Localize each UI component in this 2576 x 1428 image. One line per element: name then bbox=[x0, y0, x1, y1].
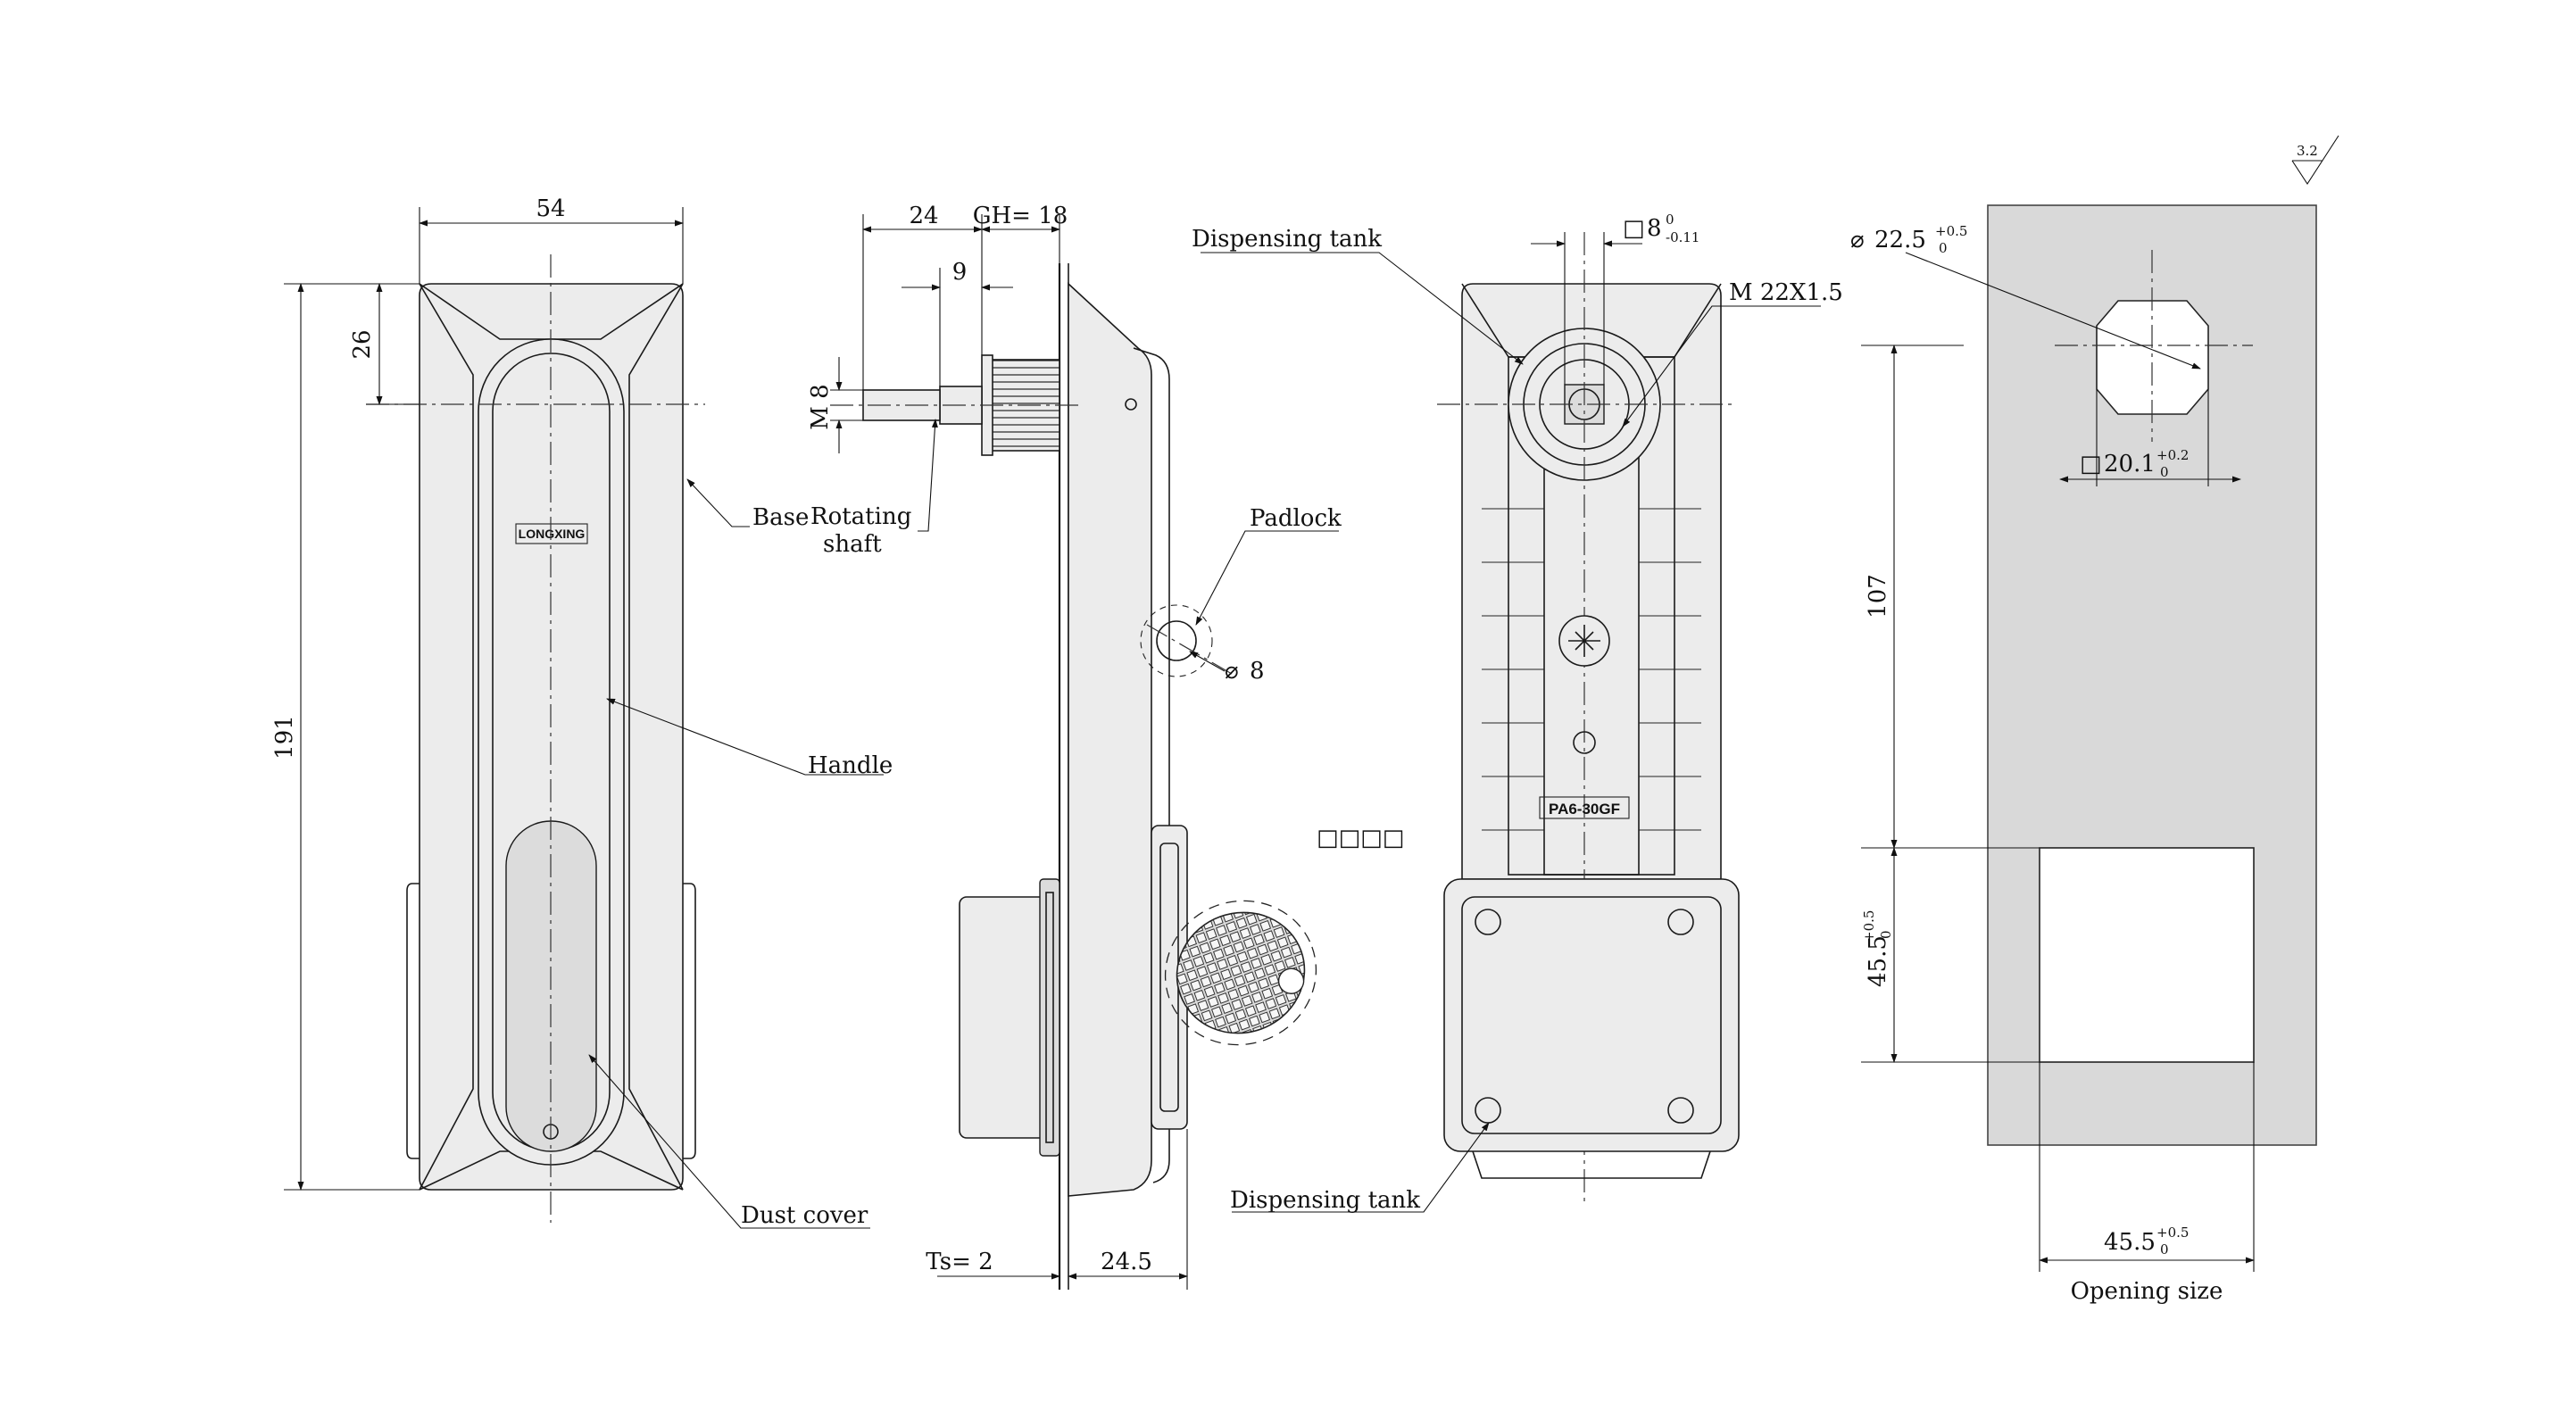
label-dust-cover: Dust cover bbox=[741, 1202, 868, 1229]
dim-24: 24 bbox=[909, 203, 938, 229]
mount-hole-tr bbox=[1667, 909, 1694, 935]
dim-m8: M 8 bbox=[807, 384, 834, 429]
dust-cover-outline bbox=[406, 883, 696, 1159]
side-body bbox=[1068, 282, 1152, 1197]
logo-text: LONGXING bbox=[519, 527, 586, 541]
label-rotating-shaft-1: Rotating bbox=[810, 503, 911, 530]
rear-lower-inner bbox=[1461, 896, 1722, 1134]
rear-view: PA6-30GF □ 8 0 -0.11 M 22X1.5 Dispensing… bbox=[1192, 212, 1843, 1214]
dim-opening-w-tol-lower: 0 bbox=[2160, 1241, 2169, 1258]
material-box bbox=[1539, 796, 1630, 819]
key-code: □□□□ bbox=[1317, 825, 1404, 851]
dim-opening-w-tol-upper: +0.5 bbox=[2156, 1225, 2189, 1241]
dim-opening-h-tol-upper: +0.5 bbox=[1861, 910, 1877, 942]
shaft-pin bbox=[1125, 398, 1137, 411]
rear-collar-inner bbox=[1045, 892, 1054, 1143]
dim-square-8-tol-lower: -0.11 bbox=[1666, 229, 1699, 245]
dim-padlock-dia: 8 bbox=[1250, 658, 1265, 685]
label-handle: Handle bbox=[808, 752, 893, 779]
leader-tank-bottom bbox=[1232, 1122, 1490, 1213]
cutout-view: ⌀ 22.5 +0.5 0 □ 20.1 +0.2 0 107 45.5 +0.… bbox=[1850, 135, 2339, 1305]
label-base: Base bbox=[752, 504, 809, 531]
front-view: LONGXING 54 191 26 Base Handle Dust cove… bbox=[271, 195, 893, 1229]
material-text: PA6-30GF bbox=[1549, 801, 1620, 818]
leader-dust-cover bbox=[588, 1054, 870, 1229]
rear-ribs bbox=[1482, 508, 1701, 831]
base-chamfer-left bbox=[419, 283, 474, 1191]
dim-flat: 20.1 bbox=[2104, 451, 2156, 477]
leader-handle bbox=[606, 698, 884, 776]
shaft-hole bbox=[2096, 300, 2209, 415]
dim-hole-dia: 22.5 bbox=[1874, 227, 1926, 253]
leader-hole-dia bbox=[1905, 252, 2201, 369]
dim-hole-dia-tol-upper: +0.5 bbox=[1935, 223, 1967, 239]
label-padlock: Padlock bbox=[1250, 505, 1342, 532]
dim-square-8-tol-upper: 0 bbox=[1666, 212, 1674, 228]
opening-cutout bbox=[2039, 847, 2255, 1063]
dim-opening-w: 45.5 bbox=[2104, 1229, 2156, 1256]
rear-lower-housing bbox=[1443, 878, 1740, 1152]
dim-54: 54 bbox=[536, 195, 565, 222]
hole-dia-symbol: ⌀ bbox=[1850, 227, 1865, 253]
dim-opening-h-tol-lower: 0 bbox=[1878, 930, 1894, 939]
dim-square-8: 8 bbox=[1647, 215, 1662, 242]
roughness-value: 3.2 bbox=[2297, 143, 2318, 159]
dim-opening-h: 45.5 bbox=[1865, 935, 1891, 987]
dim-ts: Ts= 2 bbox=[926, 1249, 993, 1275]
dim-depth: 24.5 bbox=[1101, 1249, 1152, 1275]
label-tank-bottom: Dispensing tank bbox=[1230, 1187, 1420, 1214]
logo-box bbox=[515, 523, 588, 544]
dim-flat-tol-lower: 0 bbox=[2160, 464, 2169, 480]
leader-base bbox=[686, 478, 750, 527]
square-symbol-20: □ bbox=[2080, 451, 2102, 477]
side-handle-profile bbox=[1133, 347, 1170, 1183]
label-thread: M 22X1.5 bbox=[1729, 279, 1843, 306]
label-opening-size: Opening size bbox=[2071, 1278, 2223, 1305]
key bbox=[1164, 900, 1317, 1046]
padlock-dia-symbol: ⌀ bbox=[1225, 658, 1239, 685]
leader-padlock-dia bbox=[1189, 651, 1226, 672]
padlock-ring bbox=[1140, 604, 1213, 677]
leader-tank-top bbox=[1201, 252, 1524, 365]
mount-hole-tl bbox=[1475, 909, 1501, 935]
leader-rotating-shaft bbox=[918, 419, 938, 532]
screw-cross bbox=[1568, 625, 1600, 657]
small-mark bbox=[1573, 731, 1596, 754]
leader-thread bbox=[1622, 305, 1821, 428]
leader-padlock bbox=[1195, 530, 1339, 626]
dim-9: 9 bbox=[952, 259, 968, 286]
side-view: □□□□ 24 GH= 18 9 M 8 Rotating shaft Padl… bbox=[807, 203, 1404, 1290]
label-tank-top: Dispensing tank bbox=[1192, 226, 1382, 253]
dim-opening-h-group: 45.5 +0.5 0 bbox=[1861, 910, 1894, 987]
dim-107: 107 bbox=[1865, 574, 1891, 619]
dim-hole-dia-tol-lower: 0 bbox=[1939, 240, 1948, 256]
dim-gh: GH= 18 bbox=[973, 203, 1068, 229]
rear-bottom-lip bbox=[1472, 1150, 1711, 1179]
mount-hole-br bbox=[1667, 1097, 1694, 1124]
base-chamfer-right bbox=[628, 283, 684, 1191]
dim-191: 191 bbox=[271, 715, 298, 760]
dim-26: 26 bbox=[349, 329, 376, 359]
roughness-symbol bbox=[2291, 135, 2339, 186]
rear-collar bbox=[1039, 878, 1060, 1157]
padlock-hole bbox=[1156, 620, 1197, 661]
padlock-centerline bbox=[1146, 624, 1233, 675]
dim-flat-tol-upper: +0.2 bbox=[2156, 447, 2189, 463]
label-rotating-shaft-2: shaft bbox=[823, 531, 882, 558]
square-symbol-8: □ bbox=[1623, 215, 1645, 242]
